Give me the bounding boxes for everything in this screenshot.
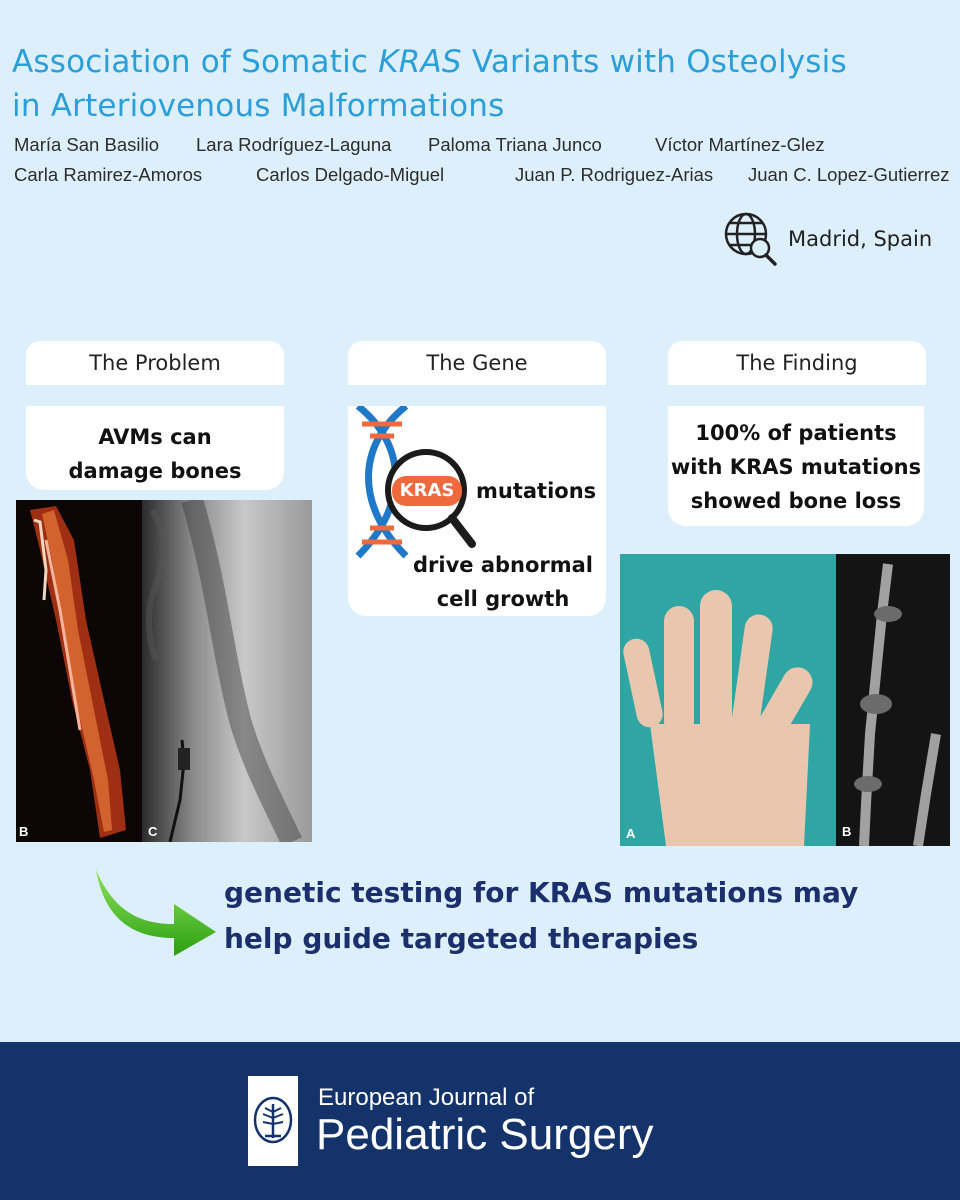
author-8: Juan C. Lopez-Gutierrez (748, 164, 950, 185)
author-4: Víctor Martínez-Glez (655, 134, 825, 155)
author-3: Paloma Triana Junco (428, 134, 602, 155)
avm-imaging-photo: B C (16, 500, 312, 842)
author-6: Carlos Delgado-Miguel (256, 164, 445, 185)
image-label-b: B (19, 824, 29, 839)
finding-line-2: with KRAS mutations (670, 455, 922, 479)
gene-line-2: cell growth (436, 587, 570, 611)
conclusion-line-1: genetic testing for KRAS mutations may (224, 876, 859, 909)
location-text: Madrid, Spain (788, 227, 933, 251)
finding-line-3: showed bone loss (690, 489, 902, 513)
gene-line-1: drive abnormal (412, 553, 594, 577)
tab-the-gene: The Gene (348, 341, 606, 385)
gene-word-mutations: mutations (476, 479, 597, 503)
kras-badge: KRAS (399, 480, 455, 501)
title-line-2: in Arteriovenous Malformations (12, 88, 505, 124)
hand-imaging-photo: A B (620, 554, 950, 846)
author-5: Carla Ramirez-Amoros (14, 164, 203, 185)
image-label-a: A (626, 826, 636, 841)
conclusion-line-2: help guide targeted therapies (224, 922, 699, 955)
finding-line-1: 100% of patients (695, 421, 897, 445)
finding-card: 100% of patients with KRAS mutations sho… (668, 406, 924, 526)
journal-name-top: European Journal of (318, 1084, 535, 1111)
globe-search-icon (722, 208, 778, 270)
problem-line-2: damage bones (68, 459, 242, 483)
author-2: Lara Rodríguez-Laguna (196, 134, 392, 155)
image-label-c: C (148, 824, 158, 839)
journal-logo (248, 1076, 298, 1166)
author-1: María San Basilio (14, 134, 159, 155)
dna-magnifier-icon (348, 403, 478, 576)
gene-card: KRAS mutations drive abnormal cell growt… (348, 403, 606, 616)
title-line-1: Association of Somatic KRAS Variants wit… (12, 44, 847, 80)
conclusion-text: genetic testing for KRAS mutations may h… (224, 870, 924, 962)
poster-title: Association of Somatic KRAS Variants wit… (12, 40, 957, 128)
problem-card: AVMs can damage bones (26, 406, 284, 490)
green-arrow-icon (94, 866, 220, 962)
journal-name-main: Pediatric Surgery (316, 1110, 654, 1159)
image-label-b-right: B (842, 824, 852, 839)
problem-line-1: AVMs can (98, 425, 212, 449)
location: Madrid, Spain (722, 208, 932, 270)
journal-footer: European Journal of Pediatric Surgery (0, 1042, 960, 1200)
author-7: Juan P. Rodriguez-Arias (515, 164, 714, 185)
tab-the-problem: The Problem (26, 341, 284, 385)
tab-the-finding: The Finding (668, 341, 926, 385)
tree-emblem-icon (251, 1096, 295, 1150)
